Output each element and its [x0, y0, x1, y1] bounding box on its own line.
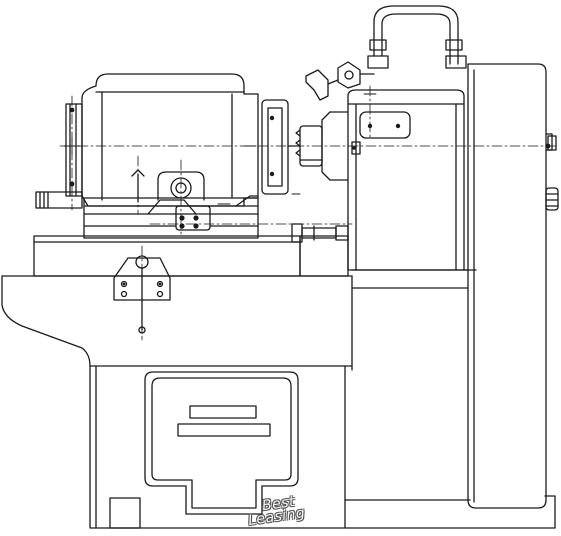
- machine-base: [1, 235, 556, 529]
- bolt-dots: [69, 107, 551, 286]
- motor-housing: [35, 73, 301, 209]
- large-guard: [351, 63, 559, 509]
- cross-slide: [83, 195, 259, 239]
- cabinet-door: [144, 371, 299, 515]
- feed-connection: [291, 223, 349, 243]
- spindle-housing: [295, 89, 465, 271]
- coolant-pipe: [305, 5, 467, 101]
- center-lines: [59, 85, 557, 341]
- reference-marks: [63, 93, 377, 205]
